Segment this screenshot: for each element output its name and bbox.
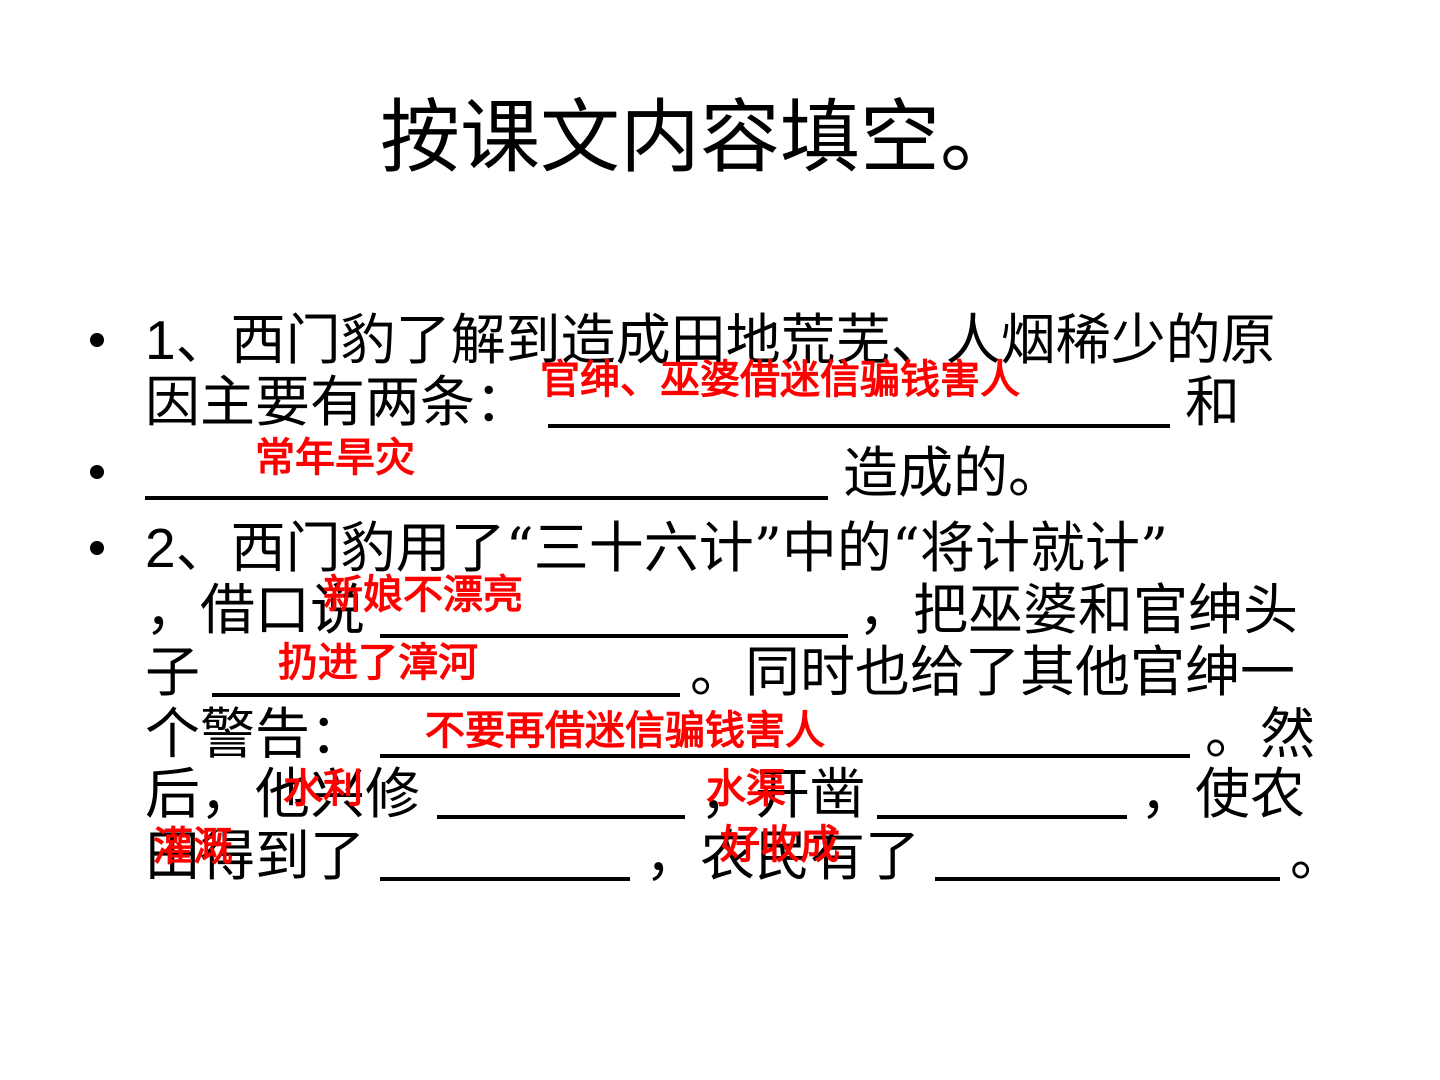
- q1-number: 1: [145, 309, 176, 371]
- bullet-dot-3: [90, 541, 104, 555]
- q1-answer-2: 常年旱灾: [255, 435, 415, 481]
- q1-answer-1: 官绅、巫婆借迷信骗钱害人: [540, 357, 1020, 403]
- q2-blank-water1: [437, 815, 685, 819]
- q2-line4-suffix: 。然: [1205, 702, 1316, 766]
- q2-line1-text: 、西门豹用了“三十六计”中的“将计就计”: [175, 516, 1169, 580]
- q2-line5-c: ，使农: [1140, 762, 1306, 826]
- q2-line1: 2、西门豹用了“三十六计”中的“将计就计”: [145, 515, 1168, 581]
- q2-line5-b: ，开凿: [700, 762, 866, 826]
- q2-answer-water2: 水渠: [706, 766, 786, 812]
- q2-blank-excuse: [380, 634, 848, 638]
- q1-line1-text: 、西门豹了解到造成田地荒芜、人烟稀少的原: [175, 308, 1276, 372]
- bullet-dot-1: [90, 333, 104, 347]
- q2-line2-prefix: ，借口说: [145, 578, 366, 642]
- q2-blank-thrown: [212, 693, 680, 697]
- q2-line4-prefix: 个警告：: [145, 702, 366, 766]
- q2-line3-prefix: 子: [145, 640, 201, 704]
- q1-blank-1: [548, 424, 1170, 428]
- q1-line1: 1、西门豹了解到造成田地荒芜、人烟稀少的原: [145, 307, 1276, 373]
- q2-answer-warning: 不要再借迷信骗钱害人: [425, 708, 825, 754]
- q2-line6-c: 。: [1290, 824, 1346, 888]
- q2-line2-suffix: ，把巫婆和官绅头: [858, 578, 1299, 642]
- q1-line2-suffix: 和: [1185, 370, 1241, 434]
- q1-line2-prefix: 因主要有两条：: [145, 370, 531, 434]
- bullet-dot-2: [90, 465, 104, 479]
- q1-blank-2: [145, 496, 828, 500]
- q2-line6-a: 田得到了: [145, 824, 366, 888]
- q2-line3-suffix: 。同时也给了其他官绅一: [690, 640, 1296, 704]
- q2-answer-harvest: 好收成: [720, 822, 840, 868]
- slide-title: 按课文内容填空。: [380, 91, 1020, 184]
- q2-answer-irrigate: 灌溉: [153, 824, 233, 870]
- q2-blank-warning: [380, 754, 1190, 758]
- q2-line6-b: ，农民有了: [645, 824, 921, 888]
- q2-answer-water1: 水利: [283, 766, 363, 812]
- q2-blank-water2: [877, 815, 1127, 819]
- q2-line5-a: 后，他兴修: [145, 762, 421, 826]
- q2-answer-excuse: 新娘不漂亮: [323, 572, 523, 618]
- q2-answer-thrown: 扔进了漳河: [278, 640, 478, 686]
- q1-line3-suffix: 造成的。: [843, 441, 1064, 505]
- q2-blank-harvest: [935, 877, 1280, 881]
- q2-blank-irrigate: [380, 877, 630, 881]
- q2-number: 2: [145, 517, 176, 579]
